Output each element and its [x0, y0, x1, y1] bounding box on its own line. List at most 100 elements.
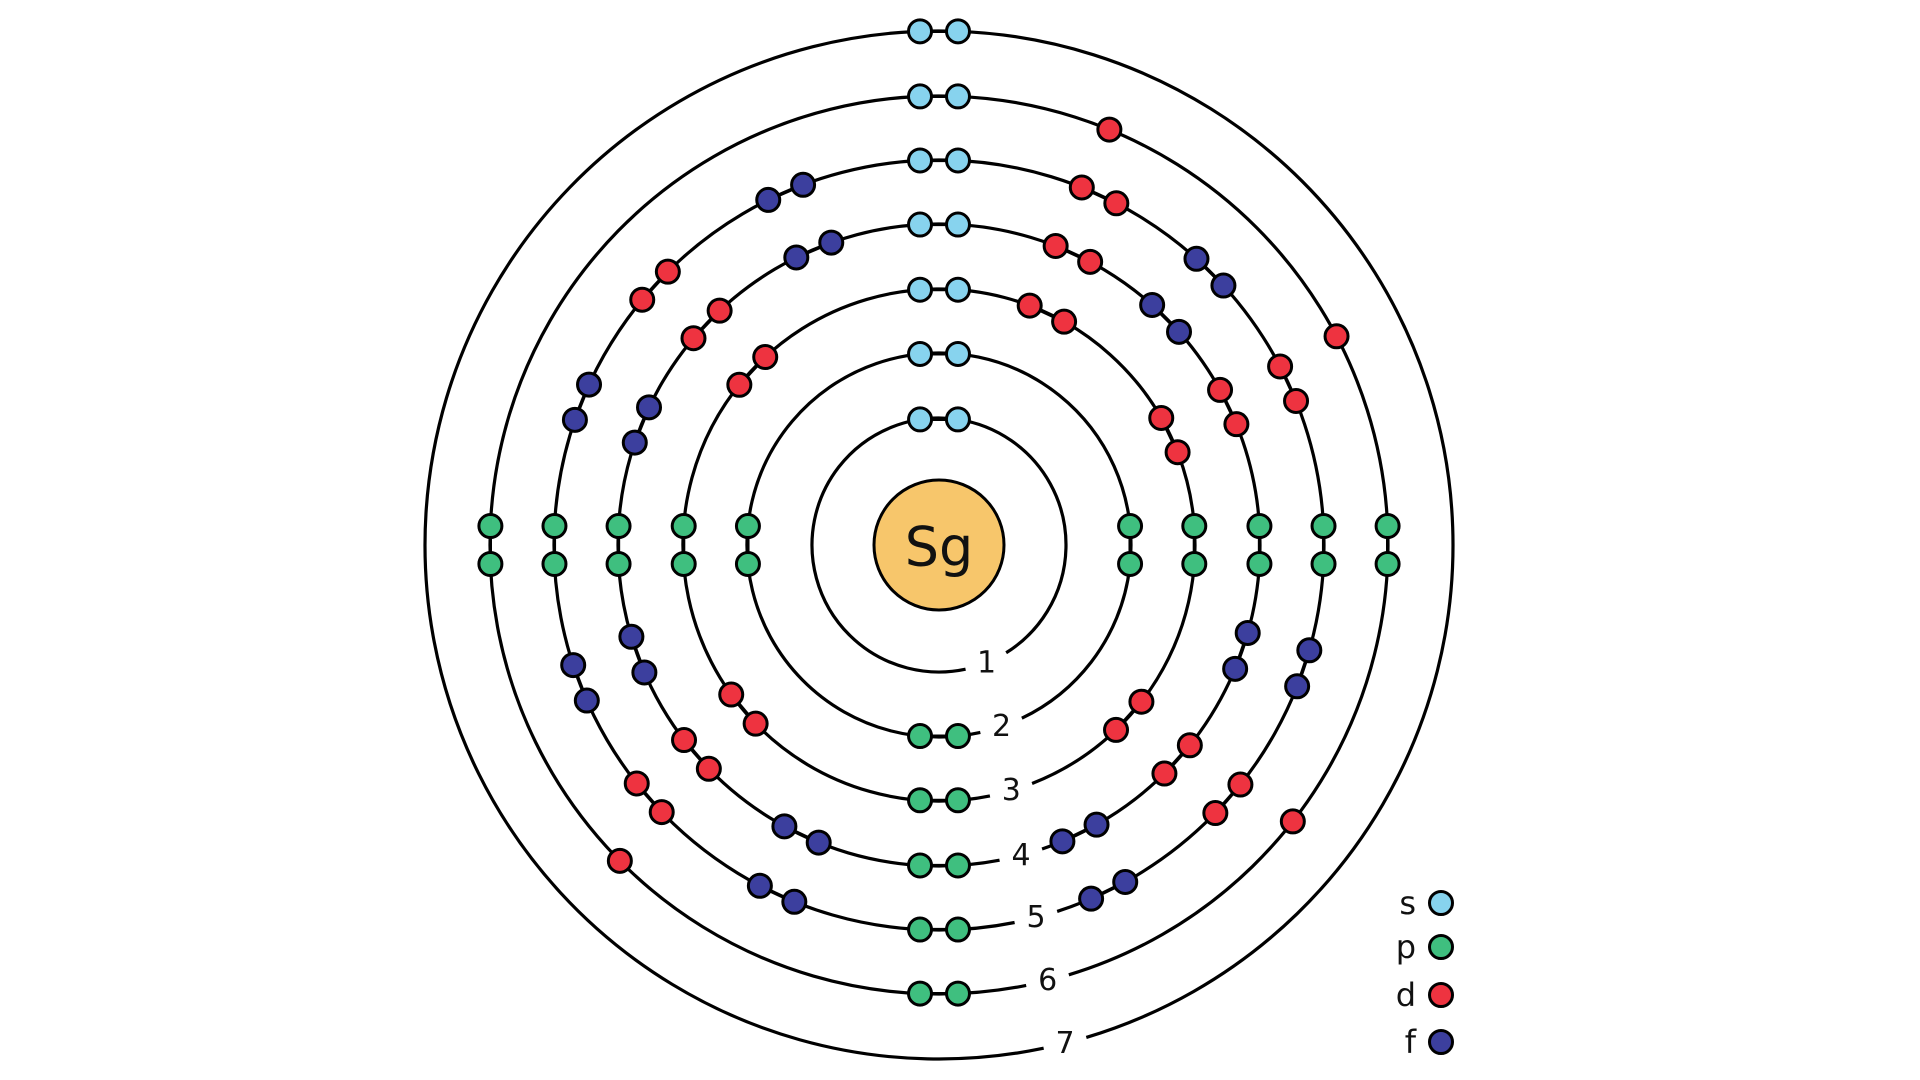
electron-group-5-s: [907, 147, 971, 174]
shell-label-5: 5: [1026, 900, 1045, 935]
electron-d: [1223, 411, 1250, 438]
electron-p: [944, 787, 971, 814]
electron-d: [1016, 292, 1043, 319]
legend-item-p: p: [1396, 928, 1454, 966]
electron-group-5-f: [1284, 637, 1323, 700]
electron-group-1-s: [907, 406, 971, 433]
electron-f: [1112, 868, 1139, 895]
electron-f: [1234, 619, 1261, 646]
electron-group-7-s: [907, 18, 971, 45]
electron-d: [752, 344, 779, 371]
electron-p: [1246, 550, 1273, 577]
electron-f: [1210, 272, 1237, 299]
electron-group-2-p: [1117, 513, 1144, 577]
shell-ring-1: [810, 416, 1068, 674]
electron-f: [1296, 637, 1323, 664]
electron-p: [605, 513, 632, 540]
electron-p: [734, 550, 761, 577]
electron-s: [944, 211, 971, 238]
electron-group-4-p: [605, 513, 632, 577]
electron-f: [573, 687, 600, 714]
electron-f: [631, 659, 658, 686]
electron-s: [907, 211, 934, 238]
electron-d: [629, 286, 656, 313]
electron-d: [695, 755, 722, 782]
electron-d: [1103, 190, 1130, 217]
electron-d: [726, 371, 753, 398]
electron-f: [783, 244, 810, 271]
electron-group-6-s: [907, 83, 971, 110]
legend-swatch-f: [1428, 1029, 1454, 1055]
electron-s: [944, 406, 971, 433]
electron-f: [781, 888, 808, 915]
electron-d: [654, 258, 681, 285]
electron-d: [1068, 174, 1095, 201]
element-symbol: Sg: [905, 516, 974, 579]
electron-p: [605, 550, 632, 577]
shell-label-4: 4: [1011, 838, 1030, 873]
electron-p: [1181, 550, 1208, 577]
electron-s: [944, 276, 971, 303]
electron-d: [1042, 232, 1069, 259]
electron-p: [907, 723, 934, 750]
electron-p: [1374, 513, 1401, 540]
electron-group-3-p: [1181, 513, 1208, 577]
electron-f: [1183, 245, 1210, 272]
electron-group-2-s: [907, 340, 971, 367]
legend-item-f: f: [1405, 1023, 1454, 1061]
electron-group-6-p: [477, 513, 504, 577]
electron-d: [742, 710, 769, 737]
electron-s: [907, 83, 934, 110]
legend-swatch-s: [1428, 890, 1454, 916]
electron-p: [734, 513, 761, 540]
electron-s: [907, 406, 934, 433]
electron-group-5-d: [623, 770, 675, 826]
electron-d: [1148, 404, 1175, 431]
electron-group-6-d: [1279, 808, 1306, 835]
electron-f: [1049, 828, 1076, 855]
electron-group-5-f: [755, 171, 817, 213]
electron-d: [1077, 248, 1104, 275]
legend-swatch-d: [1428, 982, 1454, 1008]
electron-f: [1166, 318, 1193, 345]
electron-group-4-f: [1139, 291, 1193, 345]
electron-group-4-d: [680, 297, 733, 352]
legend-item-s: s: [1399, 884, 1454, 922]
electron-p: [477, 513, 504, 540]
electron-d: [1176, 732, 1203, 759]
electron-group-4-s: [907, 211, 971, 238]
electron-p: [1310, 550, 1337, 577]
electron-d: [1151, 760, 1178, 787]
shell-label-1: 1: [977, 645, 996, 680]
electron-d: [1267, 353, 1294, 380]
electron-group-5-p: [541, 513, 568, 577]
electron-d: [1096, 116, 1123, 143]
electron-f: [1284, 673, 1311, 700]
electron-group-3-d: [726, 344, 779, 398]
legend-item-d: d: [1396, 976, 1454, 1014]
electron-s: [907, 276, 934, 303]
electron-group-3-s: [907, 276, 971, 303]
electron-d: [718, 681, 745, 708]
electron-s: [907, 147, 934, 174]
electron-d: [680, 325, 707, 352]
electron-p: [541, 513, 568, 540]
electron-p: [944, 723, 971, 750]
electron-group-4-d: [1151, 732, 1203, 787]
electron-d: [1323, 323, 1350, 350]
electron-p: [1310, 513, 1337, 540]
electron-f: [618, 623, 645, 650]
electron-p: [541, 550, 568, 577]
legend-label: f: [1405, 1023, 1417, 1061]
electron-p: [944, 916, 971, 943]
electron-group-4-f: [618, 623, 658, 686]
electron-group-3-p: [907, 787, 971, 814]
electron-d: [606, 847, 633, 874]
electron-p: [670, 513, 697, 540]
electron-group-6-d: [1096, 116, 1123, 143]
electron-group-3-d: [1016, 292, 1078, 335]
electron-s: [907, 340, 934, 367]
electrons: [477, 18, 1401, 1007]
electron-p: [907, 787, 934, 814]
